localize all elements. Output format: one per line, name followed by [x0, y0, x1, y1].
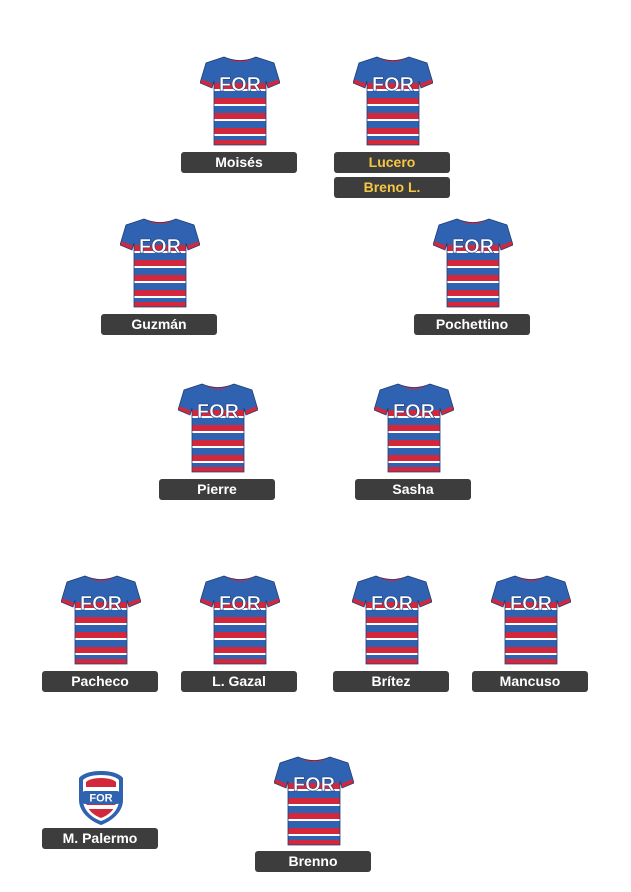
jersey-icon: FOR	[178, 380, 258, 475]
crest-text: FOR	[89, 793, 112, 805]
jersey-icon: FOR	[352, 572, 432, 667]
jersey-icon: FOR	[120, 215, 200, 310]
jersey-crest-text: FOR	[219, 74, 262, 96]
jersey-icon: FOR	[491, 572, 571, 667]
player-name-label: Pochettino	[414, 314, 530, 335]
player-name-label: Lucero	[334, 152, 450, 173]
coach-name-label: M. Palermo	[42, 828, 158, 849]
team-crest-icon: FOR	[76, 770, 126, 826]
jersey-icon: FOR	[200, 53, 280, 148]
jersey-crest-text: FOR	[371, 593, 414, 615]
player-name-label: Mancuso	[472, 671, 588, 692]
jersey-icon: FOR	[61, 572, 141, 667]
jersey-icon: FOR	[274, 753, 354, 848]
jersey-crest-text: FOR	[293, 774, 336, 796]
jersey-crest-text: FOR	[219, 593, 262, 615]
substitute-name-label: Breno L.	[334, 177, 450, 198]
player-name-label: Moisés	[181, 152, 297, 173]
jersey-icon: FOR	[200, 572, 280, 667]
jersey-crest-text: FOR	[197, 401, 240, 423]
player-name-label: L. Gazal	[181, 671, 297, 692]
jersey-crest-text: FOR	[80, 593, 123, 615]
player-name-label: Brítez	[333, 671, 449, 692]
jersey-crest-text: FOR	[510, 593, 553, 615]
jersey-icon: FOR	[433, 215, 513, 310]
player-name-label: Sasha	[355, 479, 471, 500]
jersey-crest-text: FOR	[372, 74, 415, 96]
player-name-label: Pierre	[159, 479, 275, 500]
player-name-label: Brenno	[255, 851, 371, 872]
jersey-icon: FOR	[353, 53, 433, 148]
jersey-icon: FOR	[374, 380, 454, 475]
jersey-crest-text: FOR	[452, 236, 495, 258]
jersey-crest-text: FOR	[393, 401, 436, 423]
jersey-crest-text: FOR	[139, 236, 182, 258]
player-name-label: Guzmán	[101, 314, 217, 335]
player-name-label: Pacheco	[42, 671, 158, 692]
